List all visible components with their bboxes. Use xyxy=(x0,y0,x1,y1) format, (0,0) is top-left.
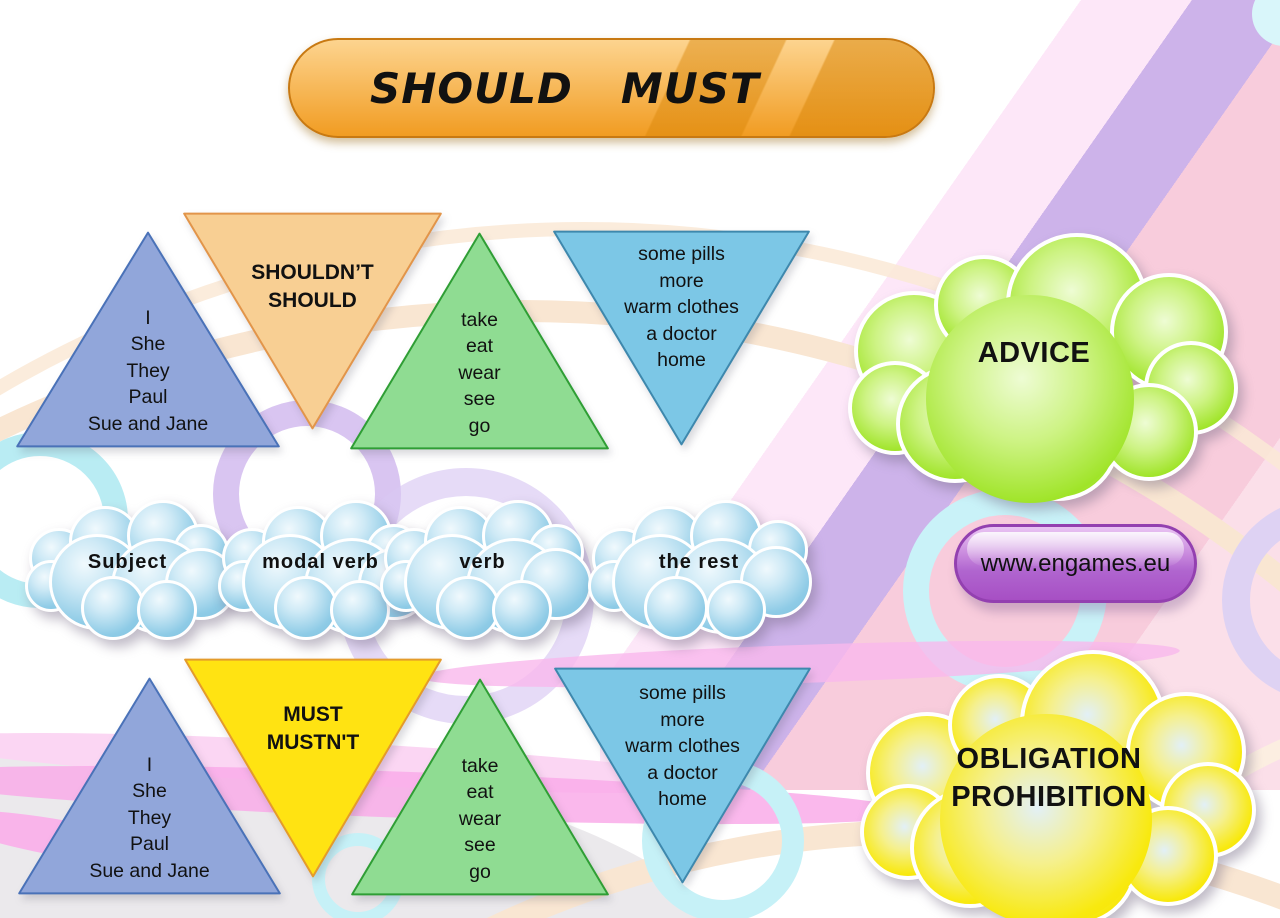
bottom-subject-list: I She They Paul Sue and Jane xyxy=(89,753,210,882)
triangle-up-shape xyxy=(349,677,611,897)
the-rest-cloud-label: the rest xyxy=(658,550,740,573)
triangle-down-shape xyxy=(552,666,813,885)
advice-cloud: ADVICE xyxy=(848,233,1238,503)
triangle-down-shape xyxy=(181,211,444,431)
triangle-up-shape xyxy=(16,676,283,896)
triangle-down-shape xyxy=(551,229,812,447)
top-subject-list: I She They Paul Sue and Jane xyxy=(87,306,209,435)
modal-verb-cloud-label: modal verb xyxy=(262,550,379,573)
obligation-label: OBLIGATION PROHIBITION xyxy=(951,743,1147,813)
top-verb-list: take eat wear see go xyxy=(458,308,501,437)
title-banner: SHOULD MUST xyxy=(288,38,935,138)
triangle-down-shape xyxy=(182,657,444,879)
bottom-modal-triangle: MUST MUSTN'T xyxy=(182,657,444,879)
obligation-cloud: OBLIGATION PROHIBITION xyxy=(860,648,1256,918)
cloud-bubble xyxy=(137,580,197,640)
advice-label: ADVICE xyxy=(977,337,1091,369)
banner-word-should: SHOULD xyxy=(370,63,573,113)
the-rest-cloud: the rest xyxy=(588,498,812,640)
cloud-bubble xyxy=(274,576,338,640)
subject-cloud-label: Subject xyxy=(87,550,168,573)
top-modal-words: SHOULDN’T SHOULD xyxy=(251,261,374,312)
cloud-bubble xyxy=(706,580,766,640)
cloud-bubble xyxy=(330,580,390,640)
verb-cloud: verb xyxy=(380,498,592,640)
bottom-subject-triangle: I She They Paul Sue and Jane xyxy=(16,676,283,896)
subject-cloud: Subject xyxy=(25,498,237,640)
bottom-rest-triangle: some pills more warm clothes a doctor ho… xyxy=(552,666,813,885)
top-verb-triangle: take eat wear see go xyxy=(348,231,611,451)
verb-cloud-label: verb xyxy=(459,550,506,573)
triangle-up-shape xyxy=(14,230,282,449)
bottom-modal-words: MUST MUSTN'T xyxy=(266,703,360,754)
website-url-text: www.engames.eu xyxy=(980,549,1171,577)
bottom-verb-triangle: take eat wear see go xyxy=(349,677,611,897)
bottom-rest-list: some pills more warm clothes a doctor ho… xyxy=(625,682,740,810)
cloud-bubble xyxy=(436,576,500,640)
triangle-up-shape xyxy=(348,231,611,451)
cloud-bubble xyxy=(940,714,1152,918)
top-subject-triangle: I She They Paul Sue and Jane xyxy=(14,230,282,449)
top-modal-triangle: SHOULDN’T SHOULD xyxy=(181,211,444,431)
top-rest-list: some pills more warm clothes a doctor ho… xyxy=(624,243,739,371)
banner-word-must: MUST xyxy=(620,63,760,113)
top-rest-triangle: some pills more warm clothes a doctor ho… xyxy=(551,229,812,447)
cloud-bubble xyxy=(492,580,552,640)
cloud-bubble xyxy=(926,295,1134,503)
bottom-verb-list: take eat wear see go xyxy=(458,754,502,883)
website-button[interactable]: www.engames.eu xyxy=(954,524,1197,603)
